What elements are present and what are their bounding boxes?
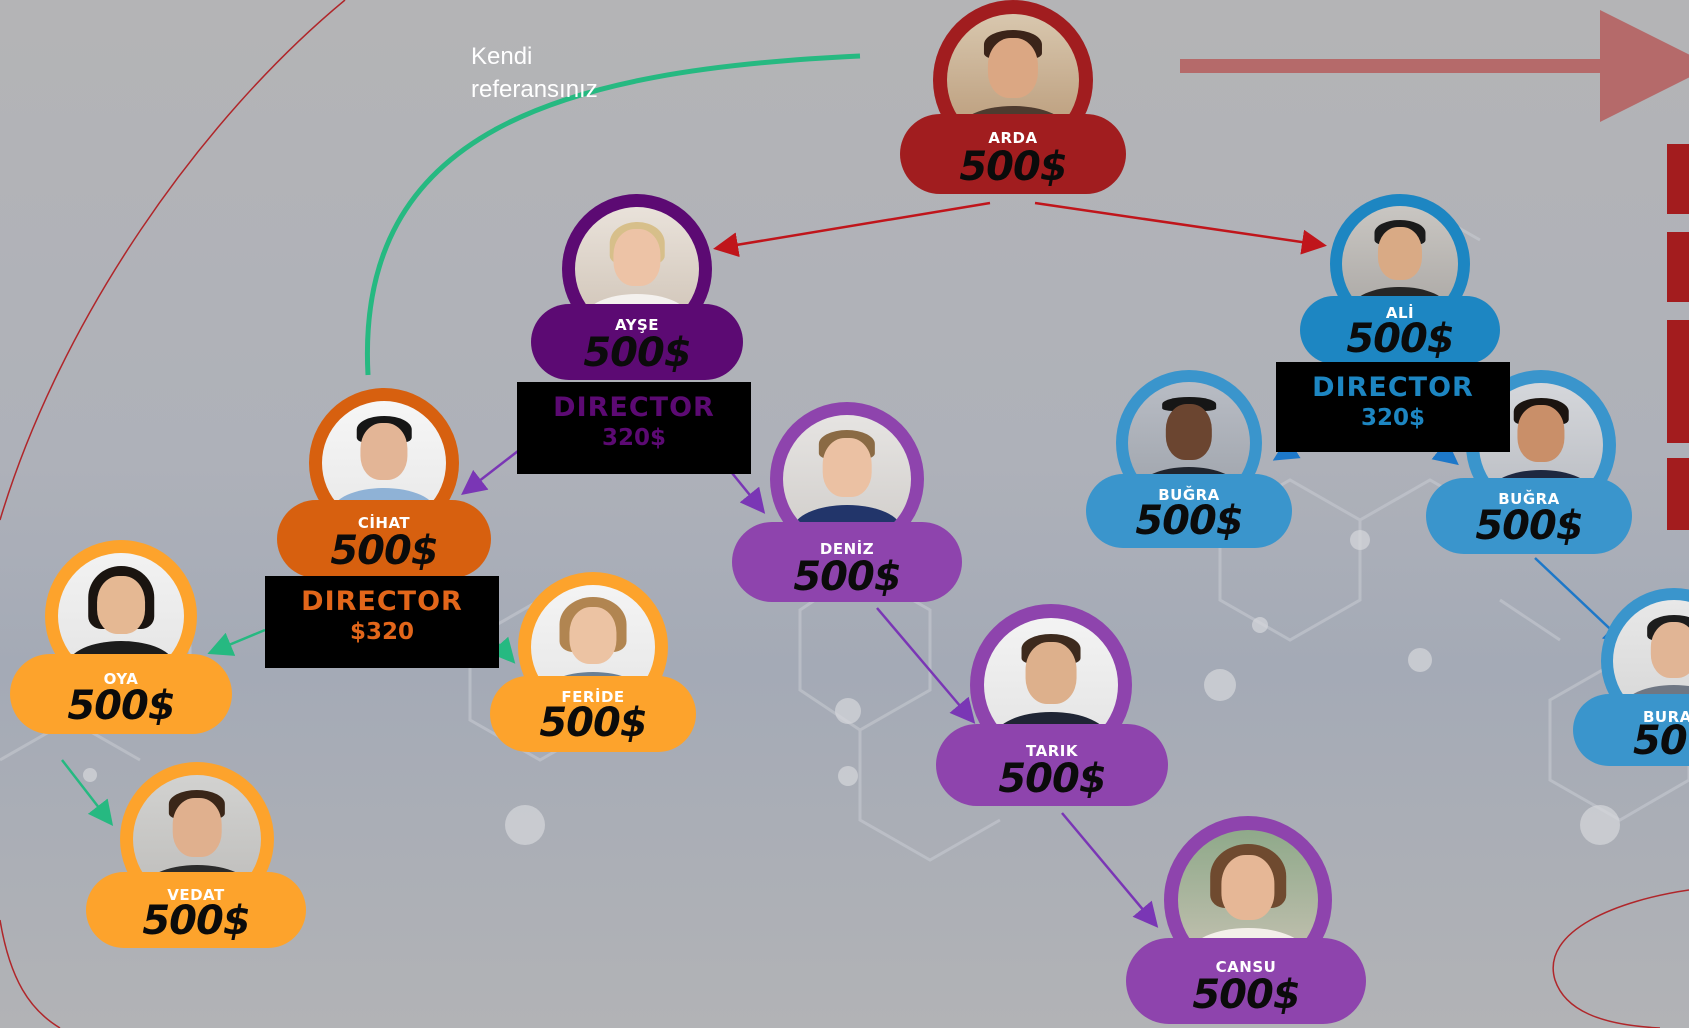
node-vedat[interactable]: VEDAT 500$: [86, 762, 306, 948]
side-red-block-1: [1667, 144, 1689, 214]
node-amount: 500$: [1346, 316, 1454, 362]
arrow-oya-vedat: [61, 759, 114, 826]
node-name: ALİ: [1385, 304, 1415, 322]
node-amount: 500$: [67, 683, 175, 729]
arrow-arda-ali: [1034, 201, 1327, 255]
director-title: DIRECTOR: [301, 586, 463, 617]
node-amount: 500$: [1192, 972, 1300, 1018]
node-amount: 500$: [793, 554, 901, 600]
node-cansu[interactable]: CANSU 500$: [1126, 816, 1366, 1024]
arrow-ayse-deniz: [731, 472, 766, 514]
node-name: CİHAT: [357, 514, 411, 532]
arrow-arda-ayse: [713, 201, 991, 258]
node-name: BUĞRA: [1158, 486, 1220, 504]
node-oya[interactable]: OYA 500$: [10, 540, 232, 734]
node-label: BUĞRA 500$: [1086, 474, 1292, 548]
node-label: FERİDE 500$: [490, 676, 696, 752]
node-amount: 50: [1633, 718, 1688, 764]
node-ayse[interactable]: AYŞE 500$: [531, 194, 743, 380]
node-label: TARIK 500$: [936, 724, 1168, 806]
director-title: DIRECTOR: [553, 392, 715, 423]
node-name: TARIK: [1026, 742, 1078, 760]
node-label: CANSU 500$: [1126, 938, 1366, 1024]
director-pay: 320$: [601, 425, 666, 451]
node-name: VEDAT: [167, 886, 225, 904]
node-amount: 500$: [330, 528, 438, 574]
director-pay: 320$: [1360, 405, 1425, 431]
node-arda[interactable]: ARDA 500$: [900, 0, 1126, 194]
arrow-tarik-cansu: [1061, 812, 1159, 928]
node-name: BURA: [1643, 708, 1689, 726]
node-label: OYA 500$: [10, 654, 232, 734]
arrow-ali-bugra2: [1431, 439, 1459, 466]
node-amount: 500$: [959, 144, 1067, 190]
director-box-cihat: DIRECTOR $320: [265, 576, 499, 668]
node-name: ARDA: [988, 129, 1038, 147]
note-line-2: referansınız: [471, 76, 598, 103]
node-name: CANSU: [1215, 958, 1277, 976]
node-tarik[interactable]: TARIK 500$: [936, 604, 1168, 806]
node-amount: 500$: [539, 700, 647, 746]
node-label: ARDA 500$: [900, 114, 1126, 194]
arrow-cihat-oya: [207, 628, 266, 656]
node-feride[interactable]: FERİDE 500$: [490, 572, 696, 752]
node-amount: 500$: [1475, 503, 1583, 549]
node-ali[interactable]: ALİ 500$: [1300, 194, 1500, 364]
node-deniz[interactable]: DENİZ 500$: [732, 402, 962, 602]
node-name: AYŞE: [614, 316, 660, 334]
arrow-ayse-cihat: [461, 450, 519, 496]
node-name: DENİZ: [819, 540, 875, 558]
node-name: OYA: [103, 670, 139, 688]
node-name: FERİDE: [561, 688, 625, 706]
node-amount: 500$: [998, 756, 1106, 802]
director-title: DIRECTOR: [1312, 372, 1474, 403]
node-amount: 500$: [1135, 498, 1243, 544]
node-name: BUĞRA: [1498, 490, 1560, 508]
node-label: BURA 50: [1573, 694, 1689, 766]
side-red-block-2: [1667, 232, 1689, 302]
node-label: DENİZ 500$: [732, 522, 962, 602]
node-label: VEDAT 500$: [86, 872, 306, 948]
node-label: AYŞE 500$: [531, 304, 743, 380]
node-bugra-1[interactable]: BUĞRA 500$: [1086, 370, 1292, 548]
side-red-block-3: [1667, 320, 1689, 443]
arrow-deniz-tarik: [876, 607, 976, 724]
referral-note: Kendi referansınız: [471, 40, 598, 106]
director-box-ayse: DIRECTOR 320$: [517, 382, 751, 474]
node-cihat[interactable]: CİHAT 500$: [277, 388, 491, 578]
director-pay: $320: [349, 619, 414, 645]
node-label: BUĞRA 500$: [1426, 478, 1632, 554]
node-label: ALİ 500$: [1300, 296, 1500, 364]
node-amount: 500$: [583, 330, 691, 376]
side-red-block-4: [1667, 458, 1689, 530]
note-line-1: Kendi: [471, 43, 533, 70]
node-bura[interactable]: BURA 50: [1573, 588, 1689, 766]
hexagon-node-dots: [83, 530, 1620, 845]
referral-curve: [364, 53, 861, 376]
node-amount: 500$: [142, 898, 250, 944]
director-box-ali: DIRECTOR 320$: [1276, 362, 1510, 452]
arrow-cihat-feride: [489, 636, 516, 664]
node-label: CİHAT 500$: [277, 500, 491, 578]
